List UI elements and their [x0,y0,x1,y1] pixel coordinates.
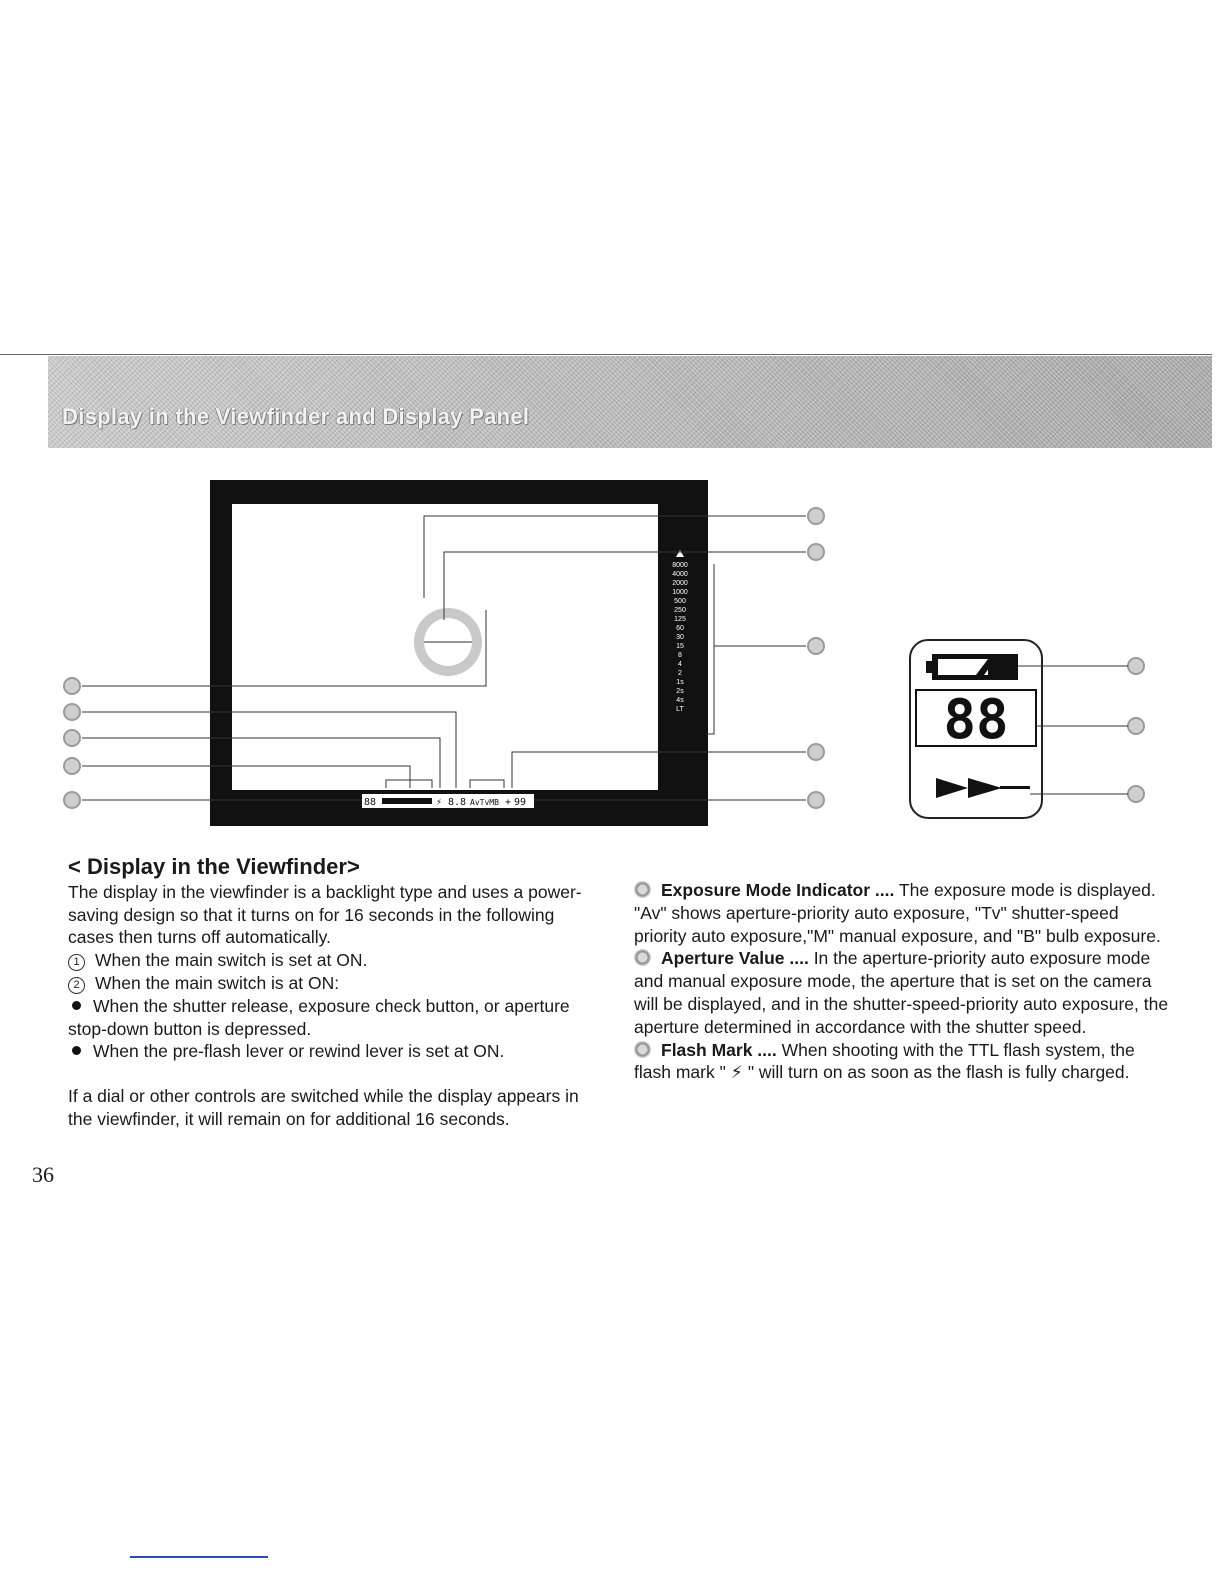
entry-flash-mark: Flash Mark .... When shooting with the T… [634,1039,1174,1085]
shutter-scale-label: 15 [676,643,684,650]
entry-text: The exposure mode is displayed. "Av" sho… [634,880,1161,946]
list-item: 1 When the main switch is set at ON. [68,949,598,972]
readout-counter: 88 [364,797,376,808]
shutter-scale-label: 1s [676,679,684,686]
left-leader-lines [82,610,505,801]
shutter-scale-label: 500 [674,598,686,605]
readout-flash-mark: ⚡ [436,797,442,808]
shutter-scale-label: 2000 [672,580,688,587]
shutter-scale-label: 125 [674,616,686,623]
viewfinder-display-section: < Display in the Viewfinder> The display… [68,854,598,1131]
center-spot-circle [414,608,482,676]
section-heading: < Display in the Viewfinder> [68,854,360,879]
panel-leader-lines [1018,665,1128,795]
shutter-scale-label: 8000 [672,562,688,569]
entry-text: In the aperture-priority auto exposure m… [634,948,1169,1037]
readout-aperture: 8.8 [448,797,466,808]
shutter-speed-scale: 8000 4000 2000 1000 500 250 125 60 30 15 8 4 2 1s 2s 4s… [672,562,688,713]
reference-marker-icon [634,881,651,898]
entry-text: " will turn on as soon as the flash is f… [742,1062,1130,1083]
list-item: 2 When the main switch is at ON: [68,972,598,995]
bullet-item: When the pre-flash lever or rewind lever… [68,1040,598,1063]
bullet-text: When the shutter release, exposure check… [68,995,570,1039]
entry-term: Exposure Mode Indicator .... [661,880,895,900]
page-number: 36 [32,1162,54,1187]
number-marker: 1 [68,954,85,972]
entry-exposure-mode: Exposure Mode Indicator .... The exposur… [634,879,1174,947]
shutter-scale-label: 8 [678,652,682,659]
flash-icon: ⚡ [730,1062,743,1083]
shutter-scale-label: 60 [676,625,684,632]
bullet-icon [72,1000,81,1010]
viewfinder-bottom-readout: 88 ⚡ 8.8 AvTvMB + 99 [362,794,534,808]
indicator-descriptions: Exposure Mode Indicator .... The exposur… [634,879,1174,1084]
section-title: Display in the Viewfinder and Display Pa… [62,404,530,429]
film-advance-arrows-icon [936,778,1030,798]
shutter-scale-label: 2 [678,670,682,677]
readout-plus: + [505,797,511,808]
bullet-item: When the shutter release, exposure check… [68,995,598,1041]
shutter-scale-label: 4000 [672,571,688,578]
reference-marker-icon [634,949,651,967]
footer-rule [130,1556,268,1558]
shutter-scale-label: 30 [676,634,684,641]
readout-compensation: 99 [514,797,526,808]
number-marker: 2 [68,976,85,994]
outro-paragraph: If a dial or other controls are switched… [68,1086,579,1129]
shutter-scale-label: 1000 [672,589,688,596]
panel-digits: 88 [943,688,1008,751]
right-leader-lines [423,515,806,801]
entry-term: Aperture Value .... [661,948,809,969]
bullet-icon [72,1046,81,1056]
section-banner [48,356,1212,448]
panel-digit-window [915,689,1037,747]
reference-marker-icon [634,1040,651,1058]
shutter-scale-label: LT [676,706,684,713]
shutter-scale-label: 4s [676,697,684,704]
battery-icon [926,654,1018,680]
list-item-text: When the main switch is at ON: [95,972,340,993]
viewfinder-and-panel-diagram: 8000 4000 2000 1000 500 250 125 60 30 15 8 4 2 1s 2s 4s… [63,480,1145,826]
reference-markers [63,507,1145,809]
readout-exposure-mode: AvTvMB [470,798,499,807]
bullet-text: When the pre-flash lever or rewind lever… [93,1041,505,1062]
shutter-scale-label: 250 [674,607,686,614]
list-item-text: When the main switch is set at ON. [95,950,368,971]
entry-text: When shooting with the TTL flash system,… [634,1039,1135,1083]
scale-up-arrow [676,550,684,557]
shutter-scale-label: 2s [676,688,684,695]
entry-term: Flash Mark .... [661,1039,777,1060]
entry-aperture-value: Aperture Value .... In the aperture-prio… [634,947,1174,1038]
shutter-scale-label: 4 [678,661,682,668]
top-rule [0,354,1212,355]
intro-paragraph: The display in the viewfinder is a backl… [68,881,582,948]
